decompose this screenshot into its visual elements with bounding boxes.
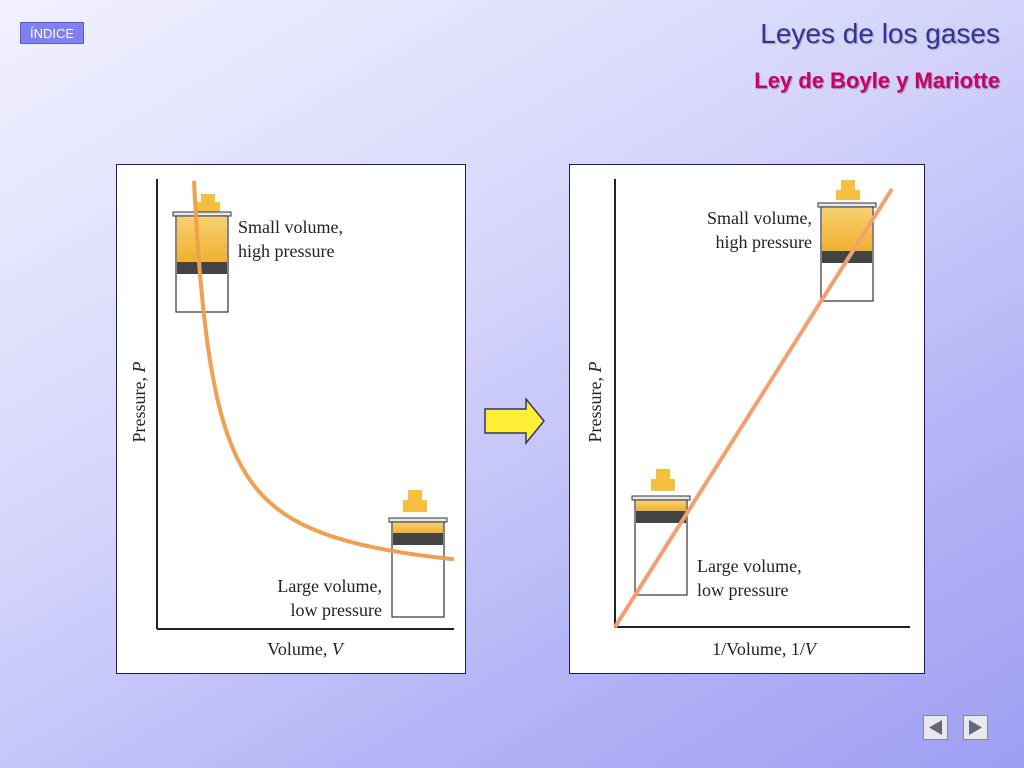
large-volume-cylinder <box>388 490 448 618</box>
index-button[interactable]: ÍNDICE <box>20 22 84 44</box>
right-arrow-icon <box>484 396 545 446</box>
annotation-high-pressure-line2: high pressure <box>238 241 334 261</box>
slide-title: Leyes de los gases <box>760 18 1000 49</box>
y-axis-label: Pressure, P <box>129 362 149 443</box>
previous-slide-button[interactable] <box>923 715 948 740</box>
y-axis-label: Pressure, P <box>585 362 605 443</box>
annotation-low-pressure-line2: low pressure <box>697 580 788 600</box>
small-volume-cylinder <box>817 180 877 302</box>
annotation-small-volume-line1: Small volume, <box>707 208 812 228</box>
annotation-high-pressure-line2: high pressure <box>716 232 812 252</box>
next-slide-icon <box>969 720 982 735</box>
annotation-large-volume-line1: Large volume, <box>697 556 802 576</box>
annotation-large-volume-line1: Large volume, <box>277 576 382 596</box>
pressure-inverse-volume-svg: Small volume, high pressure Large volume… <box>585 179 910 659</box>
transition-arrow <box>484 396 546 451</box>
large-volume-cylinder <box>631 469 691 596</box>
boyle-linear-line <box>613 187 894 629</box>
pressure-volume-svg: Small volume, high pressure Large volume… <box>129 179 455 659</box>
annotation-small-volume-line1: Small volume, <box>238 217 343 237</box>
pressure-inverse-volume-chart: Small volume, high pressure Large volume… <box>569 164 925 674</box>
x-axis-label: Volume, V <box>267 639 345 659</box>
boyle-curve <box>192 180 455 562</box>
previous-slide-icon <box>929 720 942 735</box>
next-slide-button[interactable] <box>963 715 988 740</box>
pressure-volume-chart: Small volume, high pressure Large volume… <box>116 164 466 674</box>
x-axis-label: 1/Volume, 1/V <box>712 639 818 659</box>
slide-subtitle: Ley de Boyle y Mariotte <box>754 68 1000 93</box>
annotation-low-pressure-line2: low pressure <box>291 600 382 620</box>
